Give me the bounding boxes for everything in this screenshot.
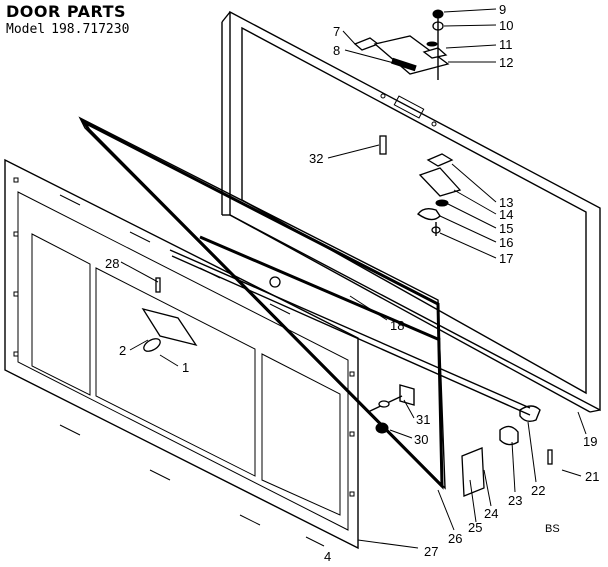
callout-32: 32 [309,151,323,166]
callout-9: 9 [499,2,506,17]
door-rod [169,235,531,416]
callout-1: 1 [182,360,189,375]
handle-assembly [141,277,198,352]
callout-11: 11 [499,37,513,52]
door-pin [379,135,387,155]
top-hinge-assembly [353,9,450,80]
callout-22: 22 [531,483,545,498]
callout-10: 10 [499,18,513,33]
leader-lines [120,8,587,549]
callout-25: 25 [468,520,482,535]
callout-13: 13 [499,195,513,210]
callout-26: 26 [448,531,462,546]
callout-14: 14 [499,207,513,222]
callout-labels: 7 8 9 10 11 12 32 13 14 15 16 17 18 19 2… [105,2,599,564]
door-inner-panel [4,158,359,550]
door-outer-frame [221,10,601,413]
callout-12: 12 [499,55,513,70]
callout-19: 19 [583,434,597,449]
callout-31: 31 [416,412,430,427]
callout-8: 8 [333,43,340,58]
model-line: Model 198.717230 [6,22,135,37]
diagram-code: BS [545,523,560,535]
lower-right-parts [461,405,553,497]
model-number: 198.717230 [51,22,130,37]
callout-21: 21 [585,469,599,484]
callout-23: 23 [508,493,522,508]
model-prefix: Model [6,22,46,37]
callout-4: 4 [324,549,331,564]
callout-28: 28 [105,256,119,271]
callout-27: 27 [424,544,438,559]
callout-2: 2 [119,343,126,358]
callout-30: 30 [414,432,428,447]
lower-hinge-assembly [417,153,462,236]
callout-17: 17 [499,251,513,266]
page-title: DOOR PARTS [6,2,127,21]
callout-18: 18 [390,318,404,333]
callout-16: 16 [499,235,513,250]
callout-15: 15 [499,221,513,236]
callout-7: 7 [333,24,340,39]
callout-24: 24 [484,506,498,521]
latch-assembly [367,384,415,434]
